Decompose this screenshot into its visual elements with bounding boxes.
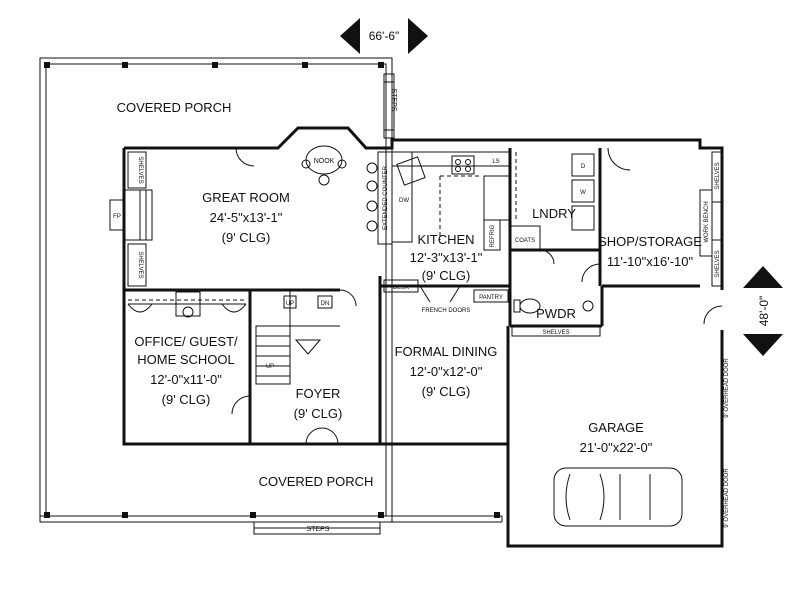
shop-size: 11'-10"x16'-10" (607, 254, 694, 269)
steps-bottom: STEPS (253, 521, 381, 535)
dining-ceiling: (9' CLG) (422, 384, 471, 399)
great-room-name: GREAT ROOM (202, 190, 290, 205)
office-line1: OFFICE/ GUEST/ (134, 334, 238, 349)
fp-label: FP (113, 214, 121, 220)
garage-name: GARAGE (588, 420, 644, 435)
depth-dimension: 48'-0" (743, 266, 783, 356)
nook-label: NOOK (314, 158, 335, 165)
dining-name: FORMAL DINING (395, 344, 498, 359)
laundry-label: LNDRY (532, 206, 576, 221)
width-label: 66'-6" (369, 29, 400, 43)
shelves-left-top-label: SHELVES (137, 156, 143, 183)
office-closet (127, 291, 247, 318)
laundry-appliances: D W (515, 152, 595, 231)
up-small-label: UP (286, 301, 294, 307)
dw-label: DW (399, 198, 409, 204)
width-dimension: 66'-6" (340, 18, 428, 54)
coats-closet: COATS (509, 225, 541, 251)
powder-room: SHELVES (511, 298, 601, 337)
shelves-left-bottom-label: SHELVES (137, 251, 143, 278)
garage: GARAGE 21'-0"x22'-0" (580, 420, 653, 455)
kitchen-size: 12'-3"x13'-1" (410, 250, 483, 265)
fireplace: FP (109, 189, 153, 241)
desk-label: DESK (393, 285, 409, 291)
right-arrow-icon (408, 18, 428, 54)
car (553, 467, 683, 527)
office-line2: HOME SCHOOL (137, 352, 235, 367)
office: OFFICE/ GUEST/ HOME SCHOOL 12'-0"x11'-0"… (134, 334, 238, 407)
shelves-left: SHELVES SHELVES (127, 151, 147, 287)
shelves-pwdr-label: SHELVES (542, 330, 569, 336)
ls-label: LS (492, 159, 499, 165)
steps-top-label: STEPS (390, 89, 397, 112)
up-arrow-icon (743, 266, 783, 288)
shop-storage: SHOP/STORAGE 11'-10"x16'-10" (598, 234, 702, 269)
steps-bottom-label: STEPS (307, 526, 330, 533)
extended-counter-label: EXTENDED COUNTER (383, 165, 389, 230)
dryer-label: D (581, 164, 586, 170)
foyer-stairs: UP UP DN (255, 295, 333, 385)
steps-top: STEPS (383, 73, 397, 139)
office-size: 12'-0"x11'-0" (150, 372, 222, 387)
extended-counter: EXTENDED COUNTER (366, 151, 393, 245)
depth-label: 48'-0" (757, 296, 771, 327)
office-ceiling: (9' CLG) (162, 392, 211, 407)
shelves-shop-top-label: SHELVES (715, 162, 721, 189)
desk-pantry: DESK PANTRY FRENCH DOORS (383, 279, 509, 314)
great-room-size: 24'-5"x13'-1" (210, 210, 283, 225)
overhead-door-label-1: 9' OVERHEAD DOOR (724, 468, 730, 528)
kitchen-counters: DW LS REFRIG (391, 151, 511, 251)
up-stair-label: UP (266, 364, 274, 370)
powder-label: PWDR (536, 306, 576, 321)
shelves-shop-bottom-label: SHELVES (715, 250, 721, 277)
dn-small-label: DN (321, 301, 330, 307)
garage-size: 21'-0"x22'-0" (580, 440, 653, 455)
nook-table: NOOK (301, 145, 347, 186)
doors (231, 147, 601, 445)
covered-porch-top-label: COVERED PORCH (117, 100, 232, 115)
covered-porch-bottom-label: COVERED PORCH (259, 474, 374, 489)
pantry-label: PANTRY (479, 295, 503, 301)
work-bench-label: WORK BENCH (704, 201, 710, 242)
foyer: FOYER (9' CLG) (294, 386, 343, 421)
kitchen: KITCHEN 12'-3"x13'-1" (9' CLG) (410, 232, 483, 283)
dining-size: 12'-0"x12'-0" (410, 364, 483, 379)
great-room: GREAT ROOM 24'-5"x13'-1" (9' CLG) (202, 190, 290, 245)
french-doors-label: FRENCH DOORS (422, 308, 471, 314)
washer-label: W (580, 190, 586, 196)
foyer-ceiling: (9' CLG) (294, 406, 343, 421)
foyer-name: FOYER (296, 386, 341, 401)
down-arrow-icon (743, 334, 783, 356)
great-room-ceiling: (9' CLG) (222, 230, 271, 245)
overhead-door-label-2: 9' OVERHEAD DOOR (724, 358, 730, 418)
shop-fixtures: SHELVES SHELVES WORK BENCH (607, 147, 723, 325)
left-arrow-icon (340, 18, 360, 54)
kitchen-ceiling: (9' CLG) (422, 268, 471, 283)
kitchen-name: KITCHEN (417, 232, 474, 247)
coats-label: COATS (515, 238, 535, 244)
formal-dining: FORMAL DINING 12'-0"x12'-0" (9' CLG) (395, 344, 498, 399)
shop-name: SHOP/STORAGE (598, 234, 702, 249)
refrig-label: REFRIG (490, 224, 496, 247)
